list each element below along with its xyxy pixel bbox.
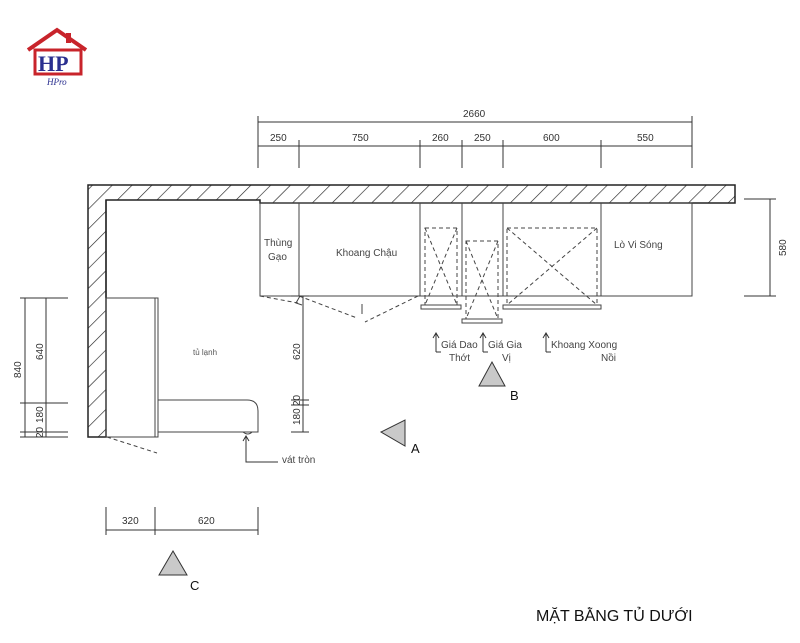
label-arrows [242, 332, 551, 463]
dim-inner-c: 20 [292, 394, 303, 406]
inner-dimensions [291, 295, 309, 433]
top-dimensions [257, 116, 693, 168]
view-label-c: C [190, 578, 199, 593]
left-dimension-labels: 840 640 180 20 [13, 343, 46, 438]
hpro-logo: HP HPro [26, 27, 88, 87]
label-khoang-xoong-2: Nồi [601, 352, 616, 364]
label-khoang-xoong-1: Khoang Xoong [551, 340, 617, 351]
label-gia-gia-vi-2: Vị [502, 353, 511, 364]
dim-left-total: 840 [13, 361, 24, 378]
label-gia-dao-2: Thớt [449, 353, 470, 364]
label-gia-gia-vi-1: Giá Gia [488, 340, 522, 351]
view-label-a: A [411, 441, 420, 456]
dim-seg-4: 250 [474, 133, 491, 144]
dim-depth: 580 [778, 239, 789, 256]
dim-left-c: 20 [35, 426, 46, 438]
right-dimension [744, 198, 776, 297]
view-marker-c: C [158, 550, 199, 593]
label-vat-tron: vát tròn [282, 455, 315, 466]
inner-dimension-labels: 620 180 20 [292, 343, 303, 425]
label-tu-lanh: tủ lạnh [193, 348, 217, 357]
dim-left-a: 640 [35, 343, 46, 360]
upper-cabinet-run [259, 202, 693, 297]
dim-inner-a: 620 [292, 343, 303, 360]
left-cabinets [105, 297, 259, 438]
bottom-dimension-labels: 320 620 [122, 516, 215, 527]
label-khoang-chau: Khoang Chậu [336, 248, 397, 259]
dim-left-b: 180 [35, 406, 46, 423]
cabinet-labels: Thùng Gạo Khoang Chậu Lò Vi Sóng tủ lạnh… [193, 238, 663, 466]
logo-text: HPro [46, 77, 67, 87]
label-gia-dao-1: Giá Dao [441, 340, 478, 351]
view-marker-a: A [379, 419, 420, 456]
svg-text:HP: HP [38, 51, 69, 76]
left-dimensions [20, 297, 68, 438]
dim-seg-5: 600 [543, 133, 560, 144]
drawer-fronts [420, 304, 602, 324]
view-label-b: B [510, 388, 519, 403]
drawing-title: MẶT BẰNG TỦ DƯỚI [536, 606, 693, 625]
door-swings [106, 295, 419, 454]
dim-inner-b: 180 [292, 408, 303, 425]
dim-seg-1: 250 [270, 133, 287, 144]
dim-seg-6: 550 [637, 133, 654, 144]
label-thung-gao-1: Thùng [264, 238, 292, 249]
bottom-dimensions [105, 507, 259, 535]
dim-seg-2: 750 [352, 133, 369, 144]
label-thung-gao-2: Gạo [268, 252, 287, 263]
door-handles [242, 295, 363, 435]
dim-bottom-b: 620 [198, 516, 215, 527]
dim-total: 2660 [463, 109, 486, 120]
view-marker-b: B [478, 360, 519, 403]
wall [87, 184, 736, 438]
dim-bottom-a: 320 [122, 516, 139, 527]
top-dimension-labels: 2660 250 750 260 250 600 550 [270, 109, 654, 144]
dim-seg-3: 260 [432, 133, 449, 144]
label-lo-vi-song: Lò Vi Sóng [614, 240, 663, 251]
